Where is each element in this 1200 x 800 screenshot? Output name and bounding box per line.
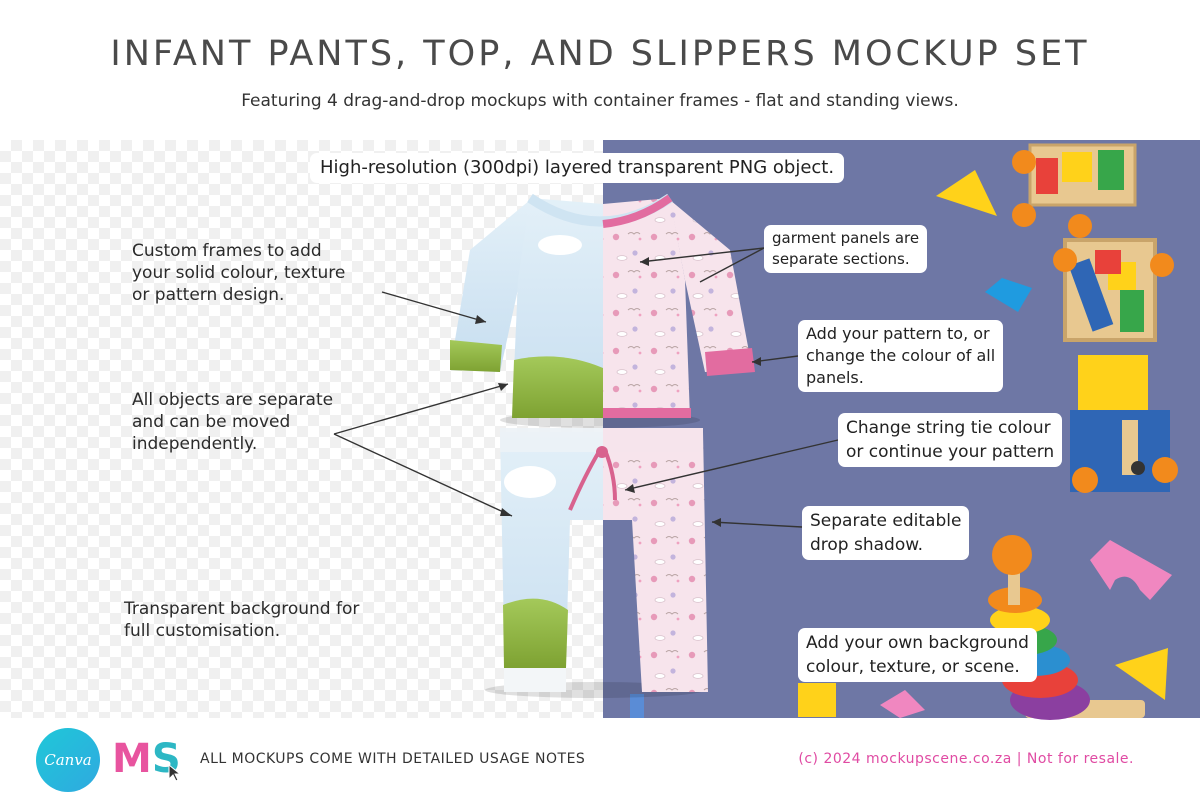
train-wheel [1152, 457, 1178, 483]
train-wheel [1068, 214, 1092, 238]
right-sleeve-cuff [705, 348, 755, 376]
callout-high-resolution: High-resolution (300dpi) layered transpa… [310, 153, 845, 183]
callout-add-pattern: Add your pattern to, or change the colou… [798, 320, 1004, 392]
toy-block-red [1095, 250, 1121, 274]
callout-background: Add your own background colour, texture,… [798, 628, 1037, 682]
note-separate-objects: All objects are separate and can be move… [132, 390, 334, 454]
baby-pants [500, 428, 708, 692]
engine-button [1131, 461, 1145, 475]
string-tie-knot [596, 446, 608, 458]
train-wheel [1053, 248, 1077, 272]
toy-cube-blue [985, 278, 1032, 312]
ring-top-ball [992, 535, 1032, 575]
toy-block-green [1120, 290, 1144, 332]
toy-train-top [1012, 143, 1137, 238]
toy-block-green [1098, 150, 1124, 190]
note-transparent-background: Transparent background for full customis… [124, 599, 360, 641]
baby-top [450, 193, 755, 418]
top-hem-trim [603, 408, 691, 418]
pants-left-cuff [504, 668, 566, 692]
note-custom-frames: Custom frames to add your solid colour, … [132, 241, 346, 305]
toy-train-engine [1070, 355, 1178, 493]
canva-logo: Canva [36, 728, 100, 792]
top-body-grass [512, 356, 603, 418]
callout-garment-panels: garment panels are separate sections. [764, 225, 928, 273]
pointer-lines [333, 247, 839, 528]
right-sleeve [670, 200, 752, 372]
pants-waistband-pink [603, 428, 703, 452]
toy-arch-pink [1090, 540, 1172, 600]
engine-cab [1078, 355, 1148, 415]
pointer-arrowheads [475, 257, 761, 527]
neckline-trim [602, 194, 673, 228]
callout-string-tie: Change string tie colour or continue you… [838, 413, 1063, 467]
toy-triangle-yellow [936, 170, 997, 216]
train-wheel [1012, 203, 1036, 227]
callout-drop-shadow: Separate editable drop shadow. [802, 506, 970, 560]
toy-block-pink [880, 690, 925, 718]
ms-logo-m: M [112, 736, 152, 782]
pants-left-grass [503, 598, 568, 668]
left-sleeve-cuff [450, 340, 502, 372]
page-subtitle: Featuring 4 drag-and-drop mockups with c… [241, 91, 959, 111]
engine-chimney [1122, 420, 1138, 475]
train-wheel [1150, 253, 1174, 277]
toy-triangle-yellow [1115, 648, 1168, 700]
train-wheel [1012, 150, 1036, 174]
train-wheel [1072, 467, 1098, 493]
left-sleeve [450, 200, 530, 372]
toy-block-yellow [798, 683, 836, 717]
toy-block-yellow [1062, 152, 1092, 182]
toy-block-red [1036, 158, 1058, 194]
page-title: INFANT PANTS, TOP, AND SLIPPERS MOCKUP S… [110, 34, 1090, 74]
cloud-shape [504, 466, 556, 498]
footer-copyright: (c) 2024 mockupscene.co.za | Not for res… [798, 751, 1134, 767]
top-body-right [603, 198, 690, 418]
ms-logo: MS [112, 734, 181, 784]
footer-usage-notes: ALL MOCKUPS COME WITH DETAILED USAGE NOT… [200, 751, 586, 767]
toy-train-middle [1053, 238, 1174, 342]
toy-block-blue [630, 694, 644, 718]
pants-right-leg [603, 432, 708, 692]
cloud-shape [538, 235, 582, 255]
cursor-arrow-icon [168, 764, 182, 782]
toy-block-blue [1068, 258, 1114, 332]
